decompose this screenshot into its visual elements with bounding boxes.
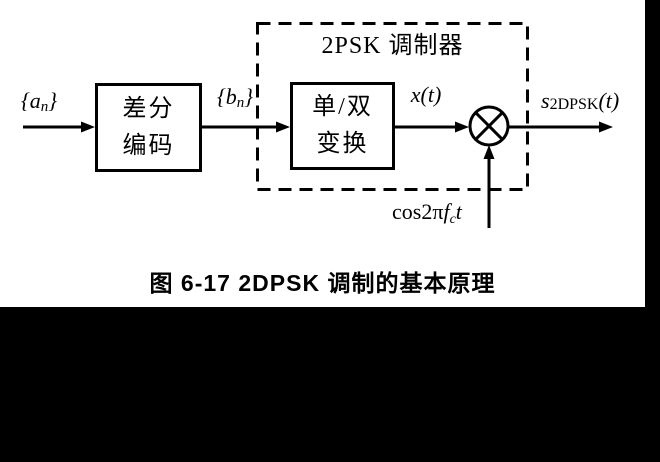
right-matte xyxy=(645,0,660,462)
diff-encoder-box: 差分 编码 xyxy=(95,83,202,172)
converter-box: 单/双 变换 xyxy=(290,82,395,170)
converted-signal-label: x(t) xyxy=(410,82,442,107)
converter-line1: 单/双 xyxy=(312,94,373,120)
multiplier-icon xyxy=(468,105,510,147)
input-arrow xyxy=(23,121,95,133)
diff-encoder-line1: 差分 xyxy=(122,95,175,122)
diff-encoder-line2: 编码 xyxy=(122,132,175,159)
converter-line2: 变换 xyxy=(316,131,369,157)
figure-caption: 图 6-17 2DPSK 调制的基本原理 xyxy=(149,270,496,296)
output-signal-label: s2DPSK(t) xyxy=(541,88,620,114)
output-arrow xyxy=(509,121,613,133)
carrier-arrow xyxy=(483,145,495,228)
modulator-dashed-box xyxy=(256,22,529,191)
bottom-matte xyxy=(0,307,660,462)
encoded-arrow xyxy=(202,121,290,133)
modulator-box-label: 2PSK 调制器 xyxy=(321,33,464,59)
converted-arrow xyxy=(395,121,469,133)
input-signal-label: {an} xyxy=(20,88,58,115)
encoded-signal-label: {bn} xyxy=(216,84,254,111)
carrier-signal-label: cos2πfct xyxy=(392,199,462,228)
